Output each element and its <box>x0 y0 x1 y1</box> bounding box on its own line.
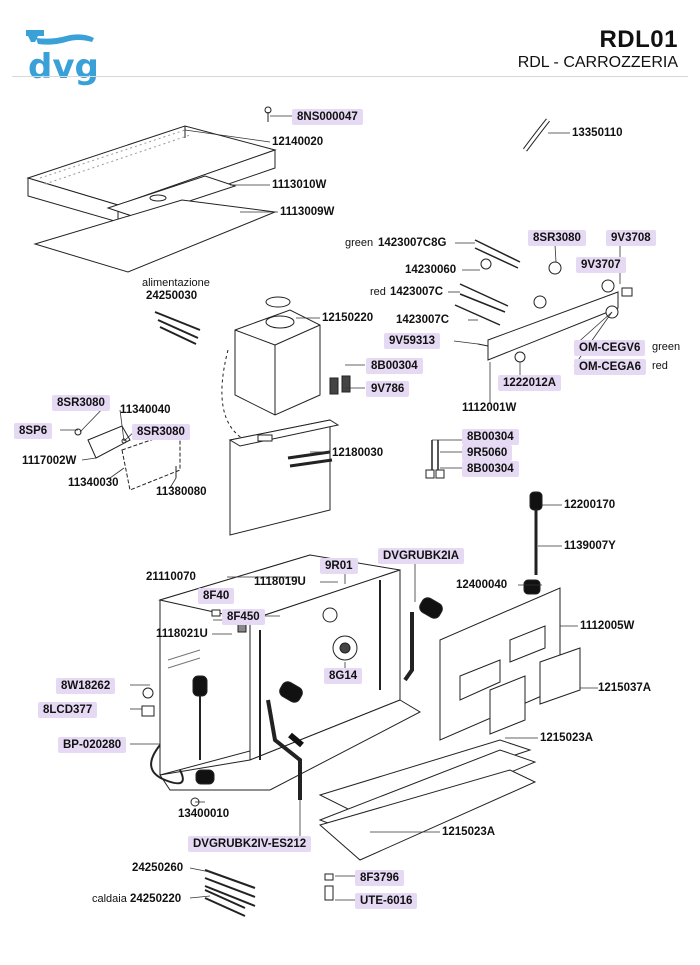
part-label: 11340040 <box>120 404 171 416</box>
sensor-bracket <box>454 239 633 363</box>
part-label: 12180030 <box>332 447 384 459</box>
part-label: 1423007C8G <box>378 237 447 249</box>
part-label: 13350110 <box>572 127 623 139</box>
part-label: 8B00304 <box>462 429 519 445</box>
part-label: 1215023A <box>540 732 594 744</box>
part-label: DVGRUBK2IA <box>378 548 465 564</box>
part-label: 1222012A <box>498 375 562 391</box>
usage-note: caldaia <box>92 893 127 905</box>
part-label: 8NS000047 <box>292 109 363 125</box>
usage-note: alimentazione <box>142 277 210 289</box>
section-title: RDL - CARROZZERIA <box>517 54 678 71</box>
part-label: 1112001W <box>462 402 517 414</box>
part-label: 13400010 <box>178 808 230 820</box>
part-label: 9R5060 <box>462 445 513 461</box>
part-label: 9V59313 <box>384 333 441 349</box>
water-tank <box>221 296 351 441</box>
part-label: 8G14 <box>324 668 363 684</box>
part-label: 14230060 <box>405 264 457 276</box>
drip-tray <box>318 739 537 861</box>
wire-color-note: red <box>370 286 386 298</box>
part-label: OM-CEGA6 <box>574 359 646 375</box>
part-label: 8F450 <box>222 609 265 625</box>
part-label: 1139007Y <box>564 540 616 552</box>
part-label: 1118019U <box>254 576 306 588</box>
part-label: BP-020280 <box>58 737 127 753</box>
part-label: DVGRUBK2IV-ES212 <box>188 836 312 852</box>
part-label: 11380080 <box>156 486 207 498</box>
part-label: 12200170 <box>564 499 616 511</box>
part-label: 1423007C <box>390 286 444 298</box>
part-label: 12140020 <box>272 136 324 148</box>
part-label: 8LCD377 <box>38 702 98 718</box>
dvg-logo: dvg <box>26 30 99 86</box>
part-label: OM-CEGV6 <box>574 340 646 356</box>
part-label: 9V786 <box>366 381 410 397</box>
part-label: 24250260 <box>132 862 184 874</box>
part-label: 8SR3080 <box>528 230 586 246</box>
wire-color-note: green <box>345 237 374 249</box>
part-label: 1113009W <box>280 206 335 218</box>
wire-color-note: green <box>652 341 681 353</box>
part-label: 12400040 <box>456 579 508 591</box>
part-label: 12150220 <box>322 312 374 324</box>
part-label: 8SP6 <box>14 423 53 439</box>
part-label: 8B00304 <box>462 461 519 477</box>
part-label: 1118021U <box>156 628 208 640</box>
model-code: RDL01 <box>599 26 678 53</box>
reservoir <box>228 419 340 536</box>
part-label: 8SR3080 <box>52 395 110 411</box>
part-label: 8F3796 <box>355 870 405 886</box>
part-label: 1215037A <box>598 682 652 694</box>
leader-lines <box>60 115 621 901</box>
front-panel <box>439 587 581 741</box>
part-label: UTE-6016 <box>355 893 418 909</box>
logo-cup-icon <box>26 30 44 42</box>
wire-color-note: red <box>652 360 668 372</box>
part-label: 9R01 <box>320 558 358 574</box>
part-label: 1117002W <box>22 455 77 467</box>
part-label: 1112005W <box>580 620 635 632</box>
part-label: 8W18262 <box>56 678 116 694</box>
part-label: 9V3708 <box>606 230 656 246</box>
part-label: 8B00304 <box>366 358 423 374</box>
knobs <box>192 597 443 785</box>
part-label: 24250030 <box>146 290 198 302</box>
part-label: 1215023A <box>442 826 496 838</box>
part-label: 8F40 <box>198 588 235 604</box>
drip-mat <box>33 199 277 273</box>
part-label: 1113010W <box>272 179 327 191</box>
machine-frame <box>158 554 422 791</box>
logo-text: dvg <box>28 47 99 86</box>
top-cover <box>26 125 277 223</box>
part-label: 9V3707 <box>576 257 626 273</box>
side-bracket <box>74 425 181 491</box>
part-label: 21110070 <box>146 571 196 583</box>
part-label: 24250220 <box>130 893 182 905</box>
part-label: 8SR3080 <box>132 424 190 440</box>
header-divider <box>12 76 688 77</box>
part-label: 11340030 <box>68 477 119 489</box>
part-label: 1423007C <box>396 314 450 326</box>
